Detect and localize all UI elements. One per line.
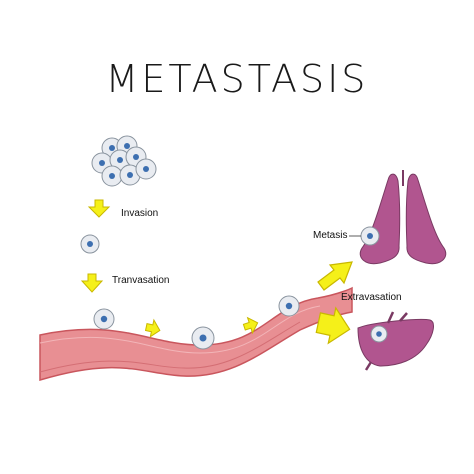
- tumor-cell: [119, 164, 141, 186]
- tranvasation-arrow-icon: [80, 273, 104, 293]
- liver-metastasis-cell: [370, 325, 388, 343]
- page-title: METASTASIS: [106, 57, 369, 101]
- label-tranvasation: Tranvasation: [112, 275, 169, 286]
- flow-arrow-icon: [242, 316, 259, 335]
- metastasis-arrow-icon: [317, 261, 353, 291]
- circulating-cell: [191, 326, 215, 350]
- circulating-cell: [278, 295, 300, 317]
- label-extravasation: Extravasation: [341, 292, 402, 303]
- tumor-cell: [101, 165, 123, 187]
- lungs-icon: [359, 170, 447, 265]
- tumor-cell-cluster: [91, 135, 157, 187]
- tumor-cell: [135, 158, 157, 180]
- circulating-cell: [93, 308, 115, 330]
- extravasation-arrow-icon: [315, 306, 351, 345]
- label-invasion: Invasion: [121, 208, 158, 219]
- lung-metastasis-cell: [360, 226, 380, 246]
- invasion-arrow-icon: [87, 199, 111, 218]
- invading-cell: [80, 234, 100, 254]
- blood-vessel: [39, 286, 353, 382]
- liver-icon: [357, 311, 434, 371]
- label-metasis: Metasis: [313, 230, 347, 241]
- flow-arrow-icon: [144, 318, 161, 338]
